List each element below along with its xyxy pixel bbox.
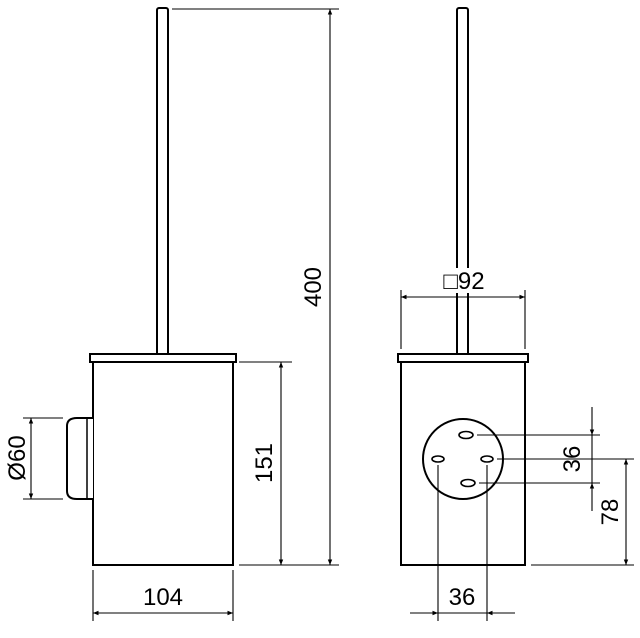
side-brush-handle-rod [156, 7, 169, 361]
wall-bracket [66, 417, 93, 500]
dim-plate-diameter-label: Ø60 [4, 435, 31, 480]
dim-overall-height: 400 [172, 8, 339, 566]
dim-hole-hspacing-label: 36 [449, 584, 476, 611]
mounting-hole-bottom [460, 478, 476, 488]
mounting-hole-top [458, 430, 474, 440]
dim-body-height: 151 [239, 361, 292, 565]
dim-body-width-front-label: □92 [443, 268, 484, 295]
dim-plate-diameter: Ø60 [4, 417, 63, 500]
dim-holes-to-bottom-label: 78 [597, 499, 624, 526]
dim-body-width-side: 104 [92, 570, 234, 621]
dim-body-width-front: □92 [400, 268, 526, 349]
dim-body-height-label: 151 [251, 443, 278, 483]
dim-holes-to-bottom: 78 [497, 458, 634, 566]
dim-hole-hspacing: 36 [410, 465, 515, 621]
mounting-hole-right [480, 455, 494, 463]
dim-body-width-side-label: 104 [143, 584, 183, 611]
dim-overall-height-label: 400 [300, 267, 327, 307]
front-holder-lid [397, 353, 529, 363]
label-background [436, 268, 492, 293]
side-holder-lid [89, 353, 237, 363]
front-brush-handle-rod [456, 7, 469, 361]
mounting-hole-left [431, 455, 445, 463]
side-view [66, 7, 237, 566]
side-holder-body [92, 361, 234, 566]
